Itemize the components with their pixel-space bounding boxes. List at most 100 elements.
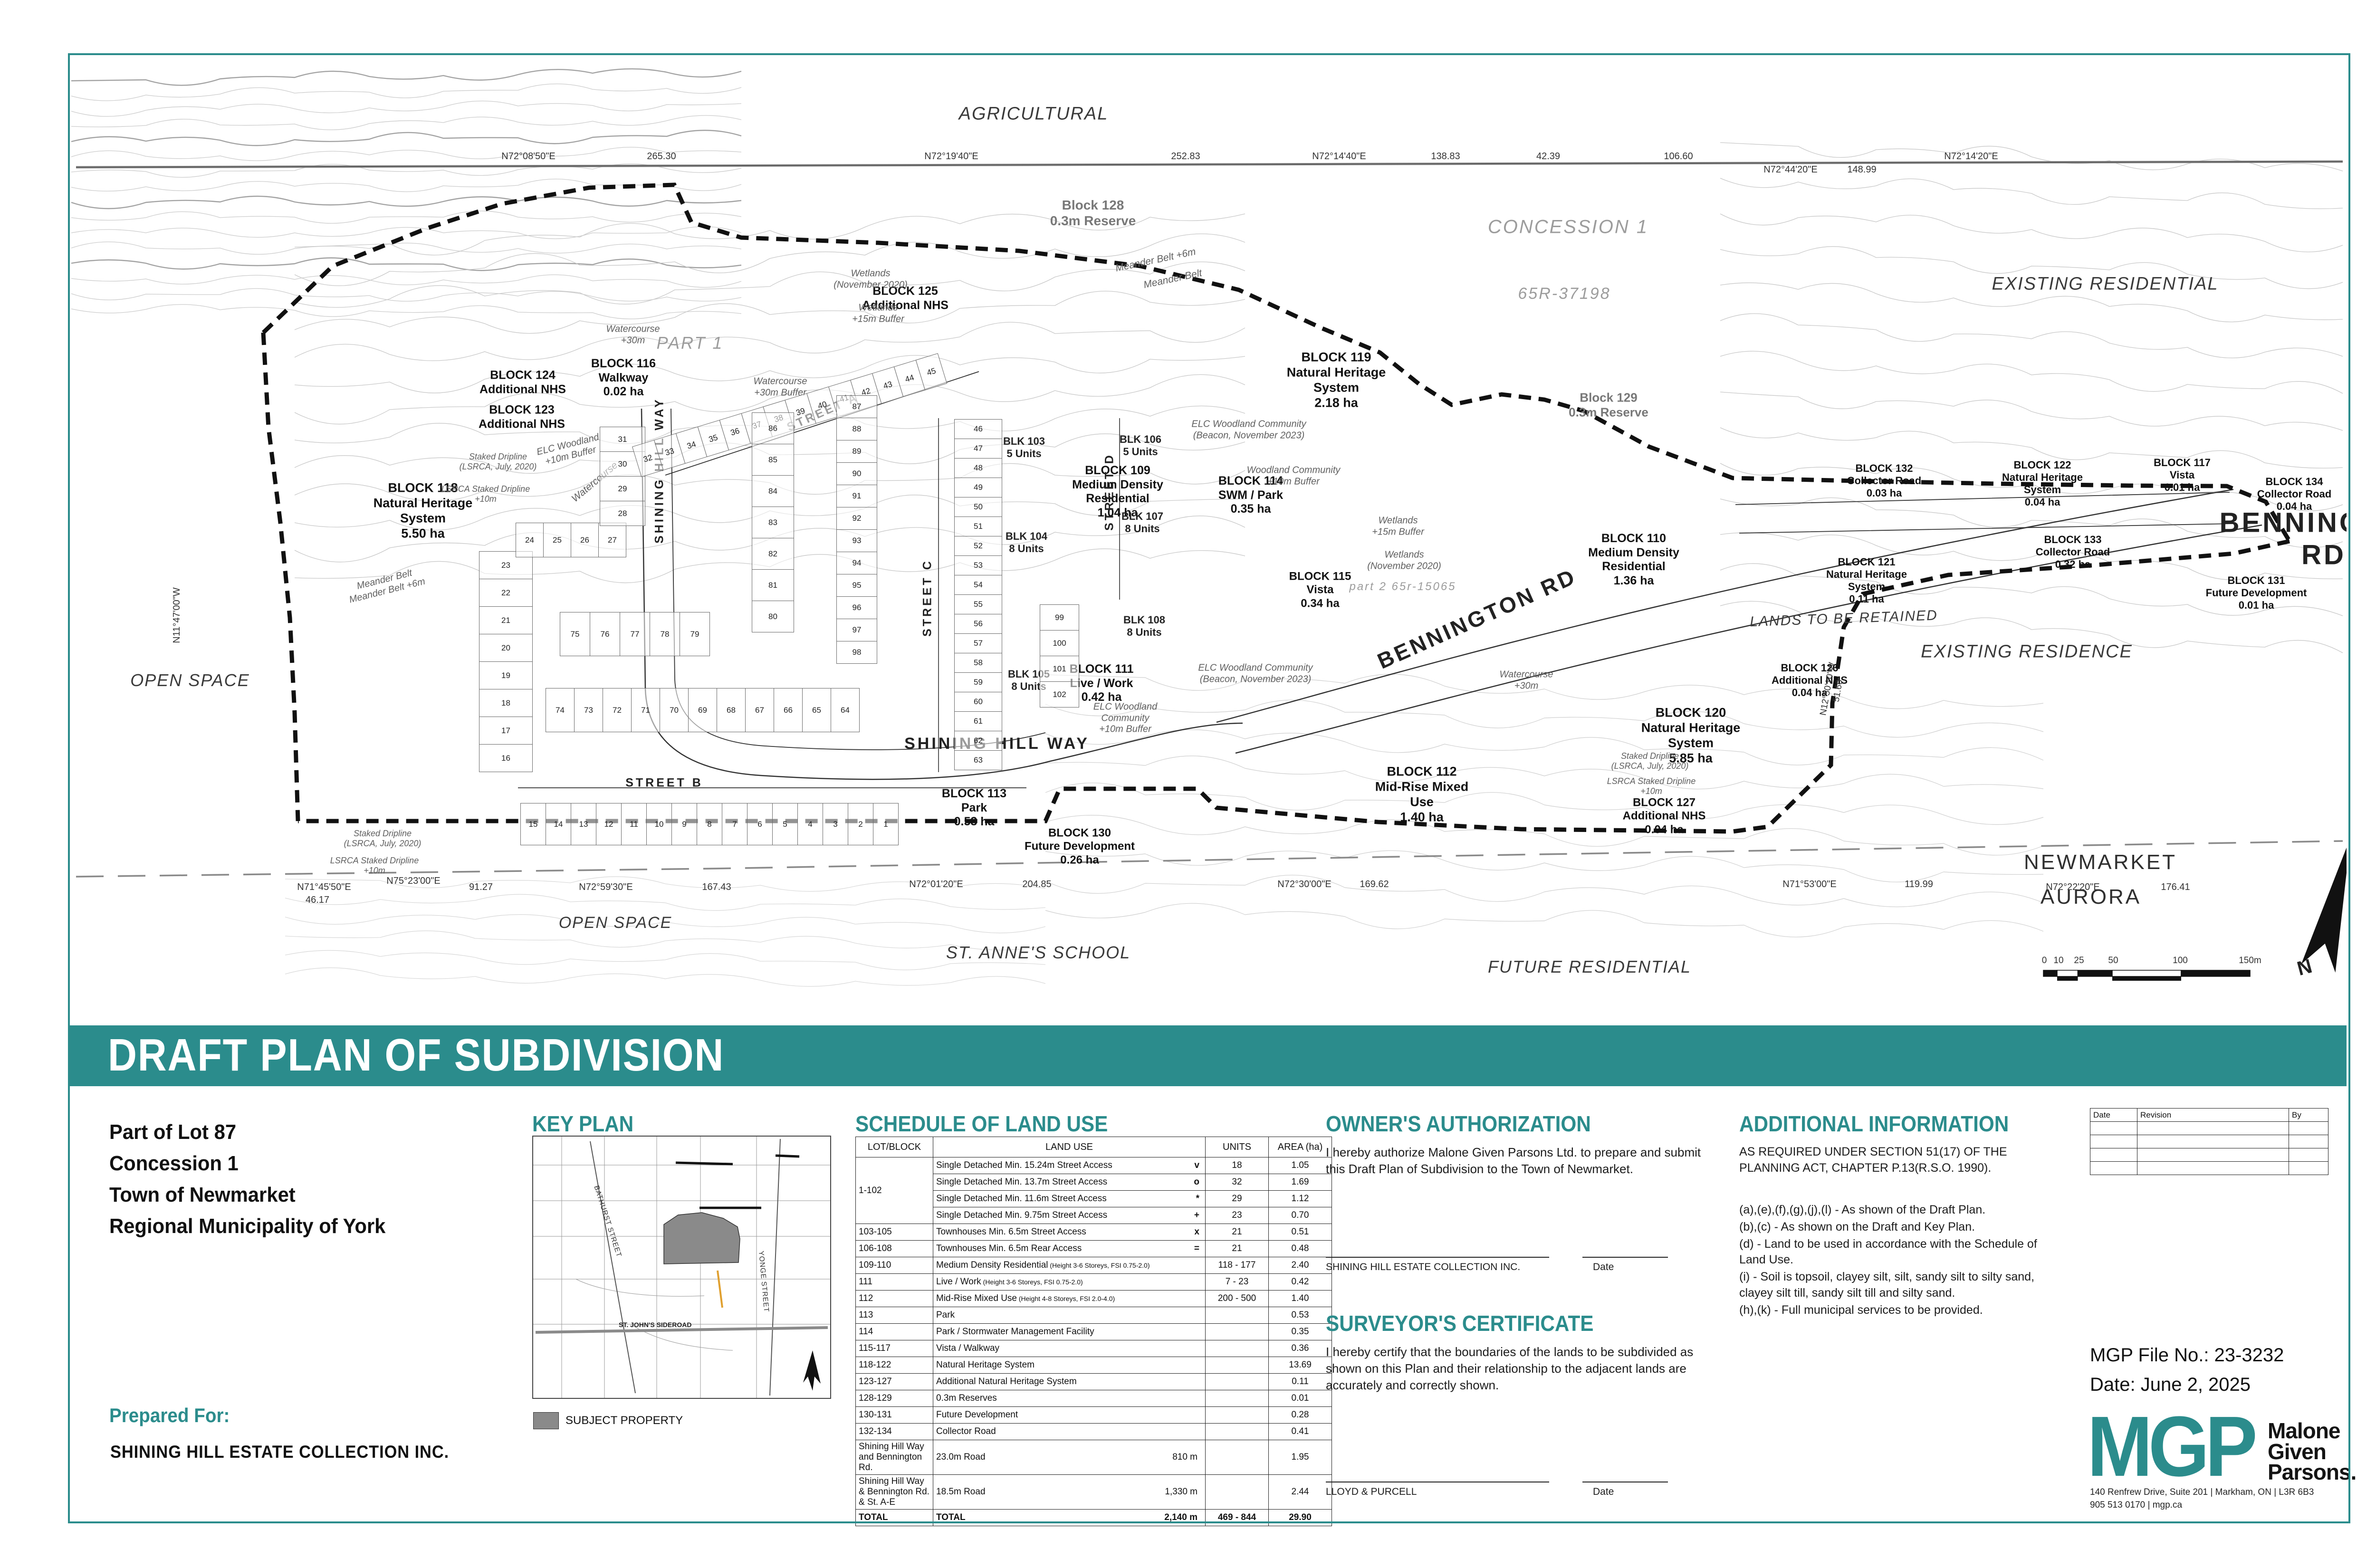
- lot-74: 74: [546, 688, 575, 732]
- property-boundary: [261, 182, 2291, 543]
- lot-20: 20: [479, 634, 533, 662]
- contour-line: [285, 967, 1046, 987]
- cell-units: 18: [1205, 1157, 1269, 1174]
- lot-13: 13: [571, 803, 596, 845]
- mgp-file-no: MGP File No.: 23-3232: [2090, 1345, 2284, 1366]
- label-existing-residential: EXISTING RESIDENTIAL: [1992, 274, 2219, 294]
- cell-lot: TOTAL: [855, 1509, 933, 1526]
- revision-empty-row: [2090, 1161, 2328, 1175]
- scale-tick: 25: [2074, 955, 2084, 966]
- cell-lot: 113: [855, 1307, 933, 1324]
- ann-lsrca-dripline-e: LSRCA Staked Dripline+10m: [1607, 776, 1696, 796]
- lot-54: 54: [954, 575, 1002, 595]
- contour-line: [71, 226, 742, 239]
- key-plan-heading: KEY PLAN: [532, 1111, 634, 1136]
- lot-60: 60: [954, 692, 1002, 712]
- scale-bar-segment: [2057, 976, 2078, 981]
- contour-line: [1720, 282, 2343, 323]
- property-boundary-south: [298, 539, 2290, 834]
- cell-units: [1205, 1474, 1269, 1510]
- ann-watercourse-30m-ne: Watercourse+30m Buffer: [753, 376, 807, 398]
- location-line: Concession 1: [109, 1152, 239, 1175]
- road-collector: [1735, 492, 2234, 534]
- lot-87: 87: [836, 395, 877, 418]
- keyplan-yonge-road: [769, 1138, 781, 1396]
- keyplan-subject-property: [663, 1212, 740, 1264]
- scale-tick: 150m: [2239, 955, 2261, 966]
- lot-63: 63: [954, 750, 1002, 770]
- keyplan-orange-trail: [717, 1270, 723, 1308]
- lot-19: 19: [479, 661, 533, 689]
- brg-bot-1a: N71°45'50"E: [297, 882, 351, 893]
- lot-68: 68: [717, 688, 746, 732]
- cell-area: 2.44: [1268, 1474, 1332, 1510]
- brg-top-2a: N72°19'40"E: [924, 151, 978, 162]
- lot-76: 76: [590, 612, 620, 656]
- lot-49: 49: [954, 478, 1002, 497]
- label-agricultural: AGRICULTURAL: [958, 104, 1109, 124]
- revision-empty-row: [2090, 1135, 2328, 1148]
- street-b: STREET B: [625, 776, 703, 790]
- contour-line: [71, 115, 742, 130]
- brg-bot-6a: N71°53'00"E: [1782, 879, 1837, 890]
- keyplan-north-arrow: [803, 1350, 821, 1391]
- lot-90: 90: [836, 462, 877, 485]
- lot-5: 5: [772, 803, 798, 845]
- scale-tick: 100: [2173, 955, 2188, 966]
- lot-6: 6: [747, 803, 773, 845]
- brg-top-3b: 138.83: [1431, 151, 1460, 162]
- road-bennington: [1216, 488, 2234, 723]
- cell-units: [1205, 1307, 1269, 1324]
- additional-item: (d) - Land to be used in accordance with…: [1739, 1237, 2037, 1267]
- brg-bot-2a: N75°23'00"E: [386, 876, 441, 887]
- cell-landuse: Park: [933, 1307, 1206, 1324]
- label-aurora: AURORA: [2040, 885, 2142, 909]
- contour-line: [71, 241, 742, 255]
- lot-57: 57: [954, 633, 1002, 653]
- cell-landuse: Additional Natural Heritage System: [933, 1373, 1206, 1390]
- lot-81: 81: [752, 569, 794, 601]
- mgp-address: 140 Renfrew Drive, Suite 201 | Markham, …: [2090, 1486, 2314, 1511]
- lot-4: 4: [797, 803, 823, 845]
- scale-bar-segment: [2181, 970, 2251, 977]
- lot-51: 51: [954, 516, 1002, 536]
- lot-22: 22: [479, 579, 533, 607]
- surveyor-body: I hereby certify that the boundaries of …: [1326, 1345, 1694, 1393]
- label-part-2: part 2 65r-15065: [1349, 580, 1456, 593]
- contour-line: [294, 355, 1245, 393]
- label-part-1: PART 1: [656, 333, 724, 353]
- cell-landuse: Future Development: [933, 1406, 1206, 1424]
- cell-units: 7 - 23: [1205, 1273, 1269, 1291]
- sheet-border: [68, 53, 2350, 1523]
- lot-10: 10: [646, 803, 672, 845]
- lot-73: 73: [574, 688, 603, 732]
- lot-1: 1: [873, 803, 899, 845]
- cell-area: 1.40: [1268, 1290, 1332, 1307]
- ann-watercourse-30m-c: Watercourse+30m: [1499, 669, 1553, 691]
- lot-80: 80: [752, 601, 794, 632]
- additional-item: (a),(e),(f),(g),(j),(l) - As shown of th…: [1739, 1203, 1986, 1216]
- schedule-col-header: LOT/BLOCK: [855, 1137, 933, 1157]
- owners-heading: OWNER'S AUTHORIZATION: [1326, 1111, 1591, 1136]
- prepared-for-name: SHINING HILL ESTATE COLLECTION INC.: [110, 1442, 450, 1462]
- contour-line: [71, 130, 742, 146]
- cell-units: 29: [1205, 1190, 1269, 1207]
- cell-landuse: Single Detached Min. 9.75m Street Access…: [933, 1207, 1206, 1224]
